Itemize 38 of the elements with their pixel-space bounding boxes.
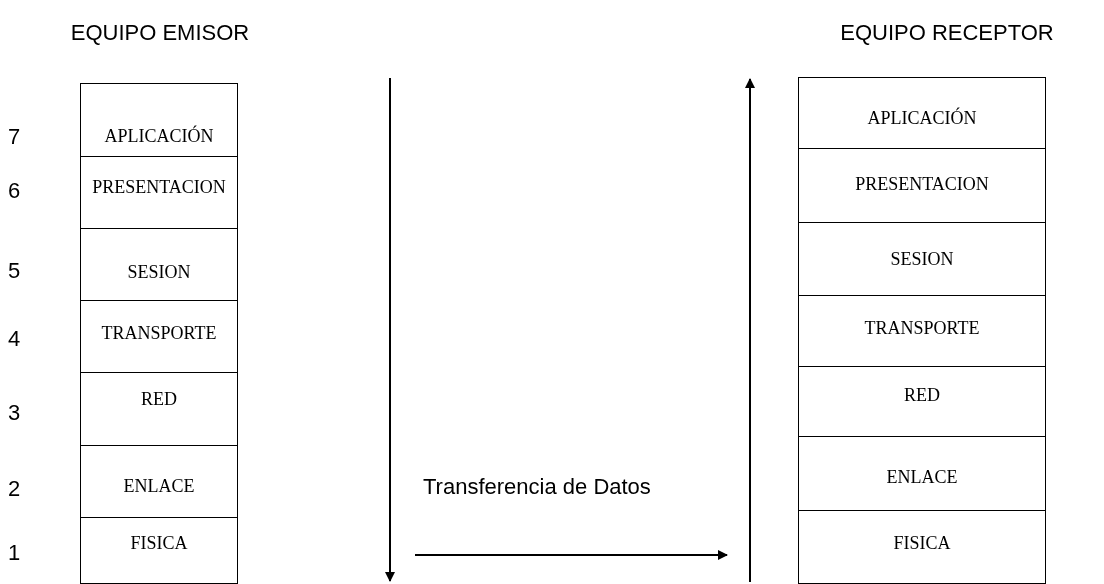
layer-name: APLICACIÓN (867, 108, 977, 130)
layer-box (80, 372, 238, 446)
layer-name: ENLACE (886, 467, 958, 489)
flow-label: Transferencia de Datos (423, 474, 651, 500)
layer-number: 7 (8, 124, 21, 150)
layer-box (80, 517, 238, 584)
layer-name: SESION (127, 262, 191, 284)
layer-name: TRANSPORTE (101, 323, 217, 345)
layer-box (798, 366, 1046, 437)
layer-name: TRANSPORTE (864, 318, 980, 340)
layer-box (80, 300, 238, 373)
layer-box (80, 83, 238, 157)
layer-number: 2 (8, 476, 21, 502)
layer-name: PRESENTACION (855, 174, 989, 196)
layer-number: 1 (8, 540, 21, 566)
layer-name: PRESENTACION (92, 177, 226, 199)
layer-box (798, 510, 1046, 584)
layer-name: RED (904, 385, 940, 407)
layer-box (798, 295, 1046, 367)
layer-name: SESION (890, 249, 954, 271)
layer-number: 3 (8, 400, 21, 426)
stack-heading: EQUIPO EMISOR (69, 20, 251, 46)
layer-box (798, 222, 1046, 296)
layer-name: FISICA (893, 533, 951, 555)
layer-name: FISICA (130, 533, 188, 555)
layer-name: ENLACE (123, 476, 195, 498)
layer-name: RED (141, 389, 177, 411)
stack-heading: EQUIPO RECEPTOR (839, 20, 1055, 46)
layer-box (80, 156, 238, 229)
layer-number: 5 (8, 258, 21, 284)
layer-number: 4 (8, 326, 21, 352)
layer-box (80, 228, 238, 301)
layer-box (798, 77, 1046, 149)
layer-number: 6 (8, 178, 21, 204)
layer-name: APLICACIÓN (104, 126, 214, 148)
layer-box (798, 148, 1046, 223)
layer-box (80, 445, 238, 518)
layer-box (798, 436, 1046, 511)
